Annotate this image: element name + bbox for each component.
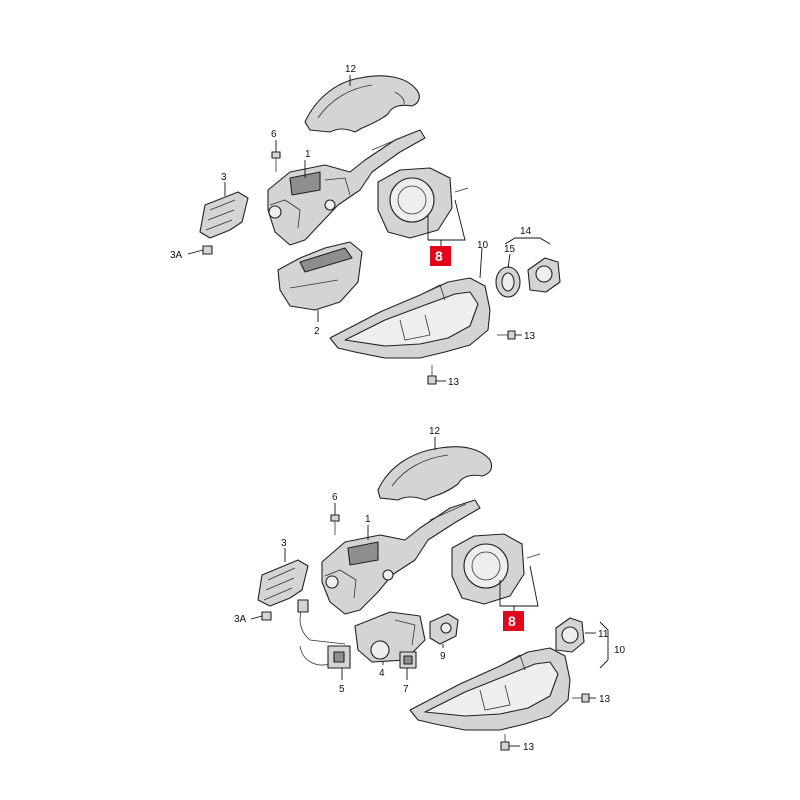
- bottom-label-3a: 3A: [234, 614, 247, 625]
- bottom-label-1: 1: [365, 514, 371, 525]
- bottom-label-5: 5: [339, 684, 345, 695]
- top-part-12-upper-cover: [304, 75, 420, 133]
- top-part-2-lower-shroud: [277, 241, 363, 311]
- bottom-part-6-screw: [330, 514, 340, 535]
- top-label-3a: 3A: [170, 250, 183, 261]
- bottom-leader-lines: [250, 437, 609, 747]
- bottom-part-8-clock-spring: [451, 533, 541, 605]
- bottom-label-9: 9: [440, 651, 446, 662]
- bottom-part-13-screw-a: [572, 693, 590, 703]
- bottom-part-10-lower-cover: [409, 647, 571, 731]
- bottom-part-5-wiring-harness: [297, 599, 351, 669]
- bottom-part-7-connector: [399, 651, 417, 669]
- bottom-part-11-retaining-ring: [555, 617, 585, 653]
- top-label-3: 3: [221, 172, 227, 183]
- top-part-6-screw: [271, 151, 281, 172]
- bottom-assembly: 12 6 1 3 3A 5 4 7 9 11 10 13 13 8: [234, 426, 626, 753]
- top-part-3-bracket: [199, 191, 249, 239]
- bottom-part-12-upper-cover: [377, 446, 493, 501]
- top-leader-lines: [187, 75, 551, 382]
- top-label-12: 12: [345, 64, 357, 75]
- top-highlight-badge-8: 8: [430, 246, 451, 266]
- bottom-part-4-lock-housing: [354, 611, 426, 663]
- bottom-highlight-badge-8: 8: [503, 611, 524, 631]
- top-label-10: 10: [477, 240, 489, 251]
- top-part-1-combination-switch: [267, 129, 426, 246]
- bottom-label-12: 12: [429, 426, 441, 437]
- bottom-label-3: 3: [281, 538, 287, 549]
- bottom-label-7: 7: [403, 684, 409, 695]
- bottom-part-1-combination-switch: [321, 499, 481, 615]
- top-assembly: 12 6 1 3 3A 2 10 14 15 13 13 8: [170, 64, 561, 388]
- top-label-15: 15: [504, 244, 516, 255]
- top-part-13-screw-a: [497, 330, 516, 340]
- bottom-label-13a: 13: [599, 694, 611, 705]
- top-label-2: 2: [314, 326, 320, 337]
- bottom-label-10: 10: [614, 645, 626, 656]
- bottom-part-3-bracket: [257, 559, 309, 607]
- bottom-label-6: 6: [332, 492, 338, 503]
- top-part-13-screw-b: [427, 365, 437, 385]
- bottom-part-9-lock-cylinder: [429, 613, 459, 645]
- top-part-15-ring: [495, 266, 521, 298]
- top-part-14-retaining-ring: [527, 257, 561, 293]
- top-label-6: 6: [271, 129, 277, 140]
- top-label-13b: 13: [448, 377, 460, 388]
- bottom-label-13b: 13: [523, 742, 535, 753]
- svg-text:8: 8: [508, 613, 516, 629]
- top-label-13a: 13: [524, 331, 536, 342]
- top-label-14: 14: [520, 226, 532, 237]
- bottom-part-13-screw-b: [500, 734, 510, 751]
- top-label-1: 1: [305, 149, 311, 160]
- top-part-3a-clip: [202, 245, 213, 255]
- bottom-part-3a-clip: [261, 611, 272, 621]
- svg-text:8: 8: [435, 248, 443, 264]
- bottom-label-11: 11: [598, 629, 609, 640]
- bottom-label-4: 4: [379, 668, 385, 679]
- top-part-8-clock-spring: [377, 167, 469, 239]
- top-part-10-lower-cover: [329, 277, 491, 359]
